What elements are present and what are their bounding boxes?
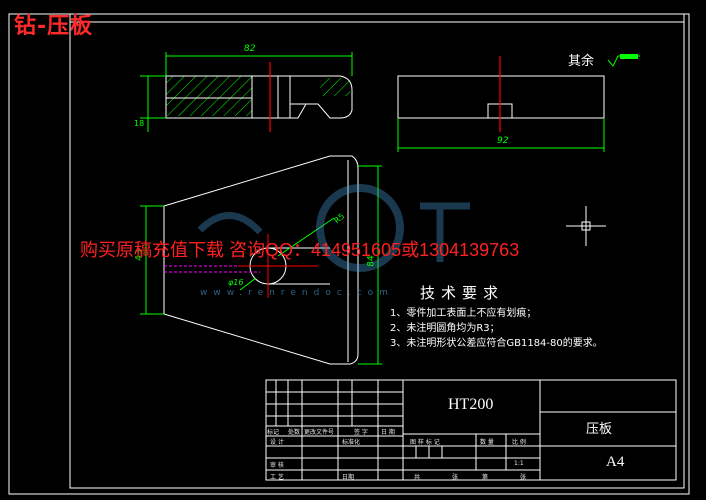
tb-label-date2: 日期	[342, 474, 355, 481]
crosshair-cursor	[566, 206, 606, 246]
tech-req-item-3: 3、未注明形状公差应符合GB1184-80的要求。	[390, 338, 603, 349]
tb-label-sign: 签 字	[354, 429, 368, 436]
tb-label-change: 更改文件号	[304, 429, 335, 436]
right-view	[397, 56, 605, 152]
tb-label-standard: 标准化	[342, 439, 361, 446]
tech-req-item-1: 1、零件加工表面上不应有划痕；	[390, 308, 537, 319]
watermark-logo	[197, 184, 470, 272]
tech-req-title: 技术要求	[420, 284, 505, 302]
tech-req-item-2: 2、未注明圆角均为R3；	[390, 323, 500, 334]
tb-label-scale: 比 例	[512, 439, 526, 446]
dim-top-height: 18	[134, 119, 145, 128]
dim-right-width: 92	[497, 136, 509, 146]
tb-label-mark: 标记	[267, 429, 280, 436]
watermark-text: 购买原稿充值下载 咨询QQ：414951605或1304139763	[80, 240, 520, 260]
top-view-hatch-right	[320, 78, 350, 96]
tb-sheet-size: A4	[606, 454, 625, 470]
top-view	[140, 52, 353, 132]
dim-hole-leader	[239, 277, 257, 291]
tb-scale-value: 1:1	[514, 460, 524, 467]
tb-label-review: 审 核	[270, 462, 284, 469]
tb-label-zhang2: 张	[520, 474, 527, 481]
title-block	[265, 379, 677, 481]
tb-label-sheet: 第	[482, 474, 489, 481]
surface-finish-symbol	[607, 54, 640, 67]
header-title: 钻-压板	[14, 14, 94, 39]
tb-label-count: 处数	[288, 429, 301, 436]
top-view-outline	[165, 75, 353, 119]
dim-top-width: 82	[244, 44, 256, 54]
watermark-site: www.renrendoc.com	[200, 288, 394, 298]
right-view-outline	[397, 75, 605, 119]
tb-material: HT200	[448, 396, 494, 413]
surface-finish-label: 其余	[568, 54, 595, 69]
outer-frame	[8, 13, 690, 495]
tb-label-total: 共	[414, 474, 421, 481]
inner-frame	[69, 21, 685, 489]
tb-label-zhang1: 张	[452, 474, 459, 481]
front-view	[140, 155, 382, 365]
dim-hole: φ16	[228, 278, 244, 287]
tb-label-date: 日 期	[381, 429, 395, 436]
front-view-outline	[163, 155, 359, 365]
tb-label-design: 设 计	[270, 439, 284, 446]
tb-label-process: 工 艺	[270, 474, 284, 481]
dim-radius-leader	[277, 217, 335, 257]
top-view-hatch-left	[166, 76, 252, 116]
tb-label-weight: 数 量	[480, 439, 494, 446]
tb-label-stage: 图 样 标 记	[410, 439, 440, 446]
tb-part-name: 压板	[586, 422, 613, 437]
